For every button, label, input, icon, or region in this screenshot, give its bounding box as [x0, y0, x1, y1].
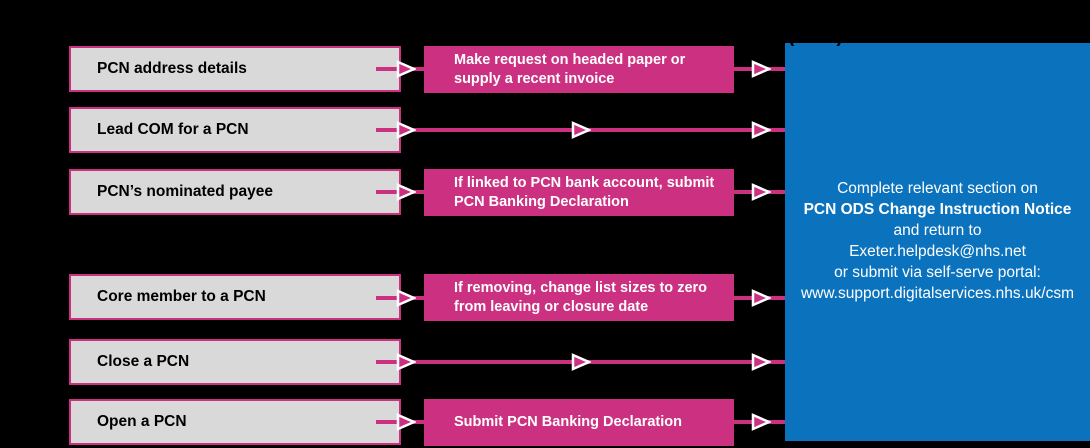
source-label: PCN address details — [97, 60, 247, 77]
arrowhead-icon — [396, 353, 416, 371]
arrowhead-icon — [396, 289, 416, 307]
arrowhead-icon — [751, 60, 771, 78]
source-box-nominated-payee: PCN’s nominated payee — [69, 169, 401, 215]
source-label: Close a PCN — [97, 353, 190, 370]
destination-email: Exeter.helpdesk@nhs.net — [849, 243, 1026, 260]
destination-portal-url: www.support.digitalservices.nhs.uk/csm — [800, 284, 1075, 302]
source-box-close-pcn: Close a PCN — [69, 339, 401, 385]
action-box-headed-paper: Make request on headed paper or supply a… — [424, 46, 734, 93]
arrowhead-icon — [396, 413, 416, 431]
arrowhead-icon — [751, 121, 771, 139]
source-label: Lead COM for a PCN — [97, 121, 249, 138]
destination-box-pcn-ods-notice: Complete relevant section on PCN ODS Cha… — [785, 43, 1090, 441]
arrowhead-icon — [751, 289, 771, 307]
destination-line: Complete relevant section on — [837, 180, 1038, 198]
arrowhead-icon — [396, 60, 416, 78]
action-box-banking-declaration-link: If linked to PCN bank account, submit PC… — [424, 169, 734, 216]
arrowhead-icon — [751, 353, 771, 371]
source-box-lead-com: Lead COM for a PCN — [69, 107, 401, 153]
source-box-open-pcn: Open a PCN — [69, 399, 401, 445]
destination-line: or submit via self-serve portal: — [834, 263, 1041, 281]
source-box-pcn-address-details: PCN address details — [69, 46, 401, 92]
source-label: Open a PCN — [97, 413, 187, 430]
destination-line: and return to — [893, 222, 982, 240]
source-label: PCN’s nominated payee — [97, 183, 274, 200]
destination-notice-name: PCN ODS Change Instruction Notice — [803, 201, 1072, 219]
source-label: Core member to a PCN — [97, 288, 266, 305]
arrowhead-icon — [751, 183, 771, 201]
arrowhead-icon — [571, 121, 591, 139]
action-box-list-sizes-zero: If removing, change list sizes to zero f… — [424, 274, 734, 321]
source-box-core-member: Core member to a PCN — [69, 274, 401, 320]
arrowhead-icon — [396, 121, 416, 139]
arrowhead-icon — [571, 353, 591, 371]
arrowhead-icon — [396, 183, 416, 201]
arrowhead-icon — [751, 413, 771, 431]
action-box-submit-banking-declaration: Submit PCN Banking Declaration — [424, 399, 734, 446]
csu-header-note: (CSU) — [788, 26, 844, 47]
